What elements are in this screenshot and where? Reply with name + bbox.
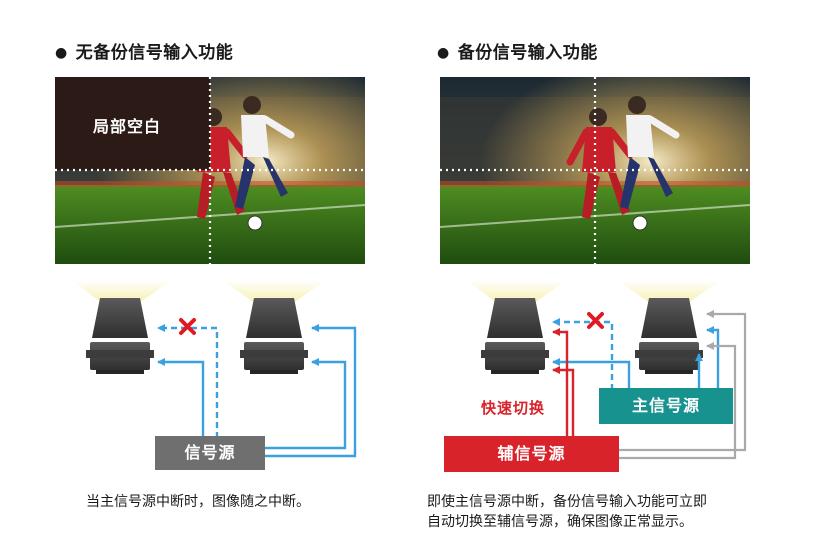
- caption-line-2: 自动切换至辅信号源，确保图像正常显示。: [427, 514, 693, 530]
- caption: 当主信号源中断时，图像随之中断。: [86, 494, 310, 510]
- main-source-label: 主信号源: [631, 396, 700, 415]
- panel-title-text: 无备份信号输入功能: [75, 43, 234, 63]
- signal-source-label: 信号源: [184, 443, 236, 462]
- panel-without-backup: ● 无备份信号输入功能 局部空白: [0, 38, 407, 510]
- projector-right: [240, 298, 308, 374]
- projector-left: [86, 298, 154, 374]
- signal-source-box: [155, 436, 265, 470]
- panel-title-text: 备份信号输入功能: [457, 43, 598, 63]
- disconnect-x-icon: [179, 318, 196, 335]
- backup-source-label: 辅信号源: [497, 444, 566, 463]
- caption: 即使主信号源中断，备份信号输入功能可立即 自动切换至辅信号源，确保图像正常显示。: [427, 492, 707, 532]
- panel-title: ● 备份信号输入功能: [437, 38, 598, 63]
- caption-line-1: 即使主信号源中断，备份信号输入功能可立即: [427, 494, 707, 510]
- blank-area-label: 局部空白: [92, 117, 161, 136]
- blank-screen-area: [55, 77, 210, 170]
- backup-source-box: [444, 436, 619, 472]
- projector-right: [635, 298, 703, 374]
- connection-diagram: 信号源: [0, 270, 407, 480]
- bullet-icon: ●: [55, 45, 68, 61]
- projector-left: [481, 298, 549, 374]
- panel-with-backup: ● 备份信号输入功能: [407, 0, 814, 550]
- fast-switch-label: 快速切换: [481, 399, 546, 417]
- main-source-box: [599, 388, 733, 424]
- connection-diagram: 主信号源 辅信号源 快速切换: [407, 270, 814, 480]
- disconnect-x-icon: [587, 312, 604, 329]
- display-wall-image: 局部空白: [55, 77, 365, 264]
- display-wall-image: [440, 77, 750, 264]
- bullet-icon: ●: [437, 45, 450, 61]
- panel-title: ● 无备份信号输入功能: [55, 38, 233, 63]
